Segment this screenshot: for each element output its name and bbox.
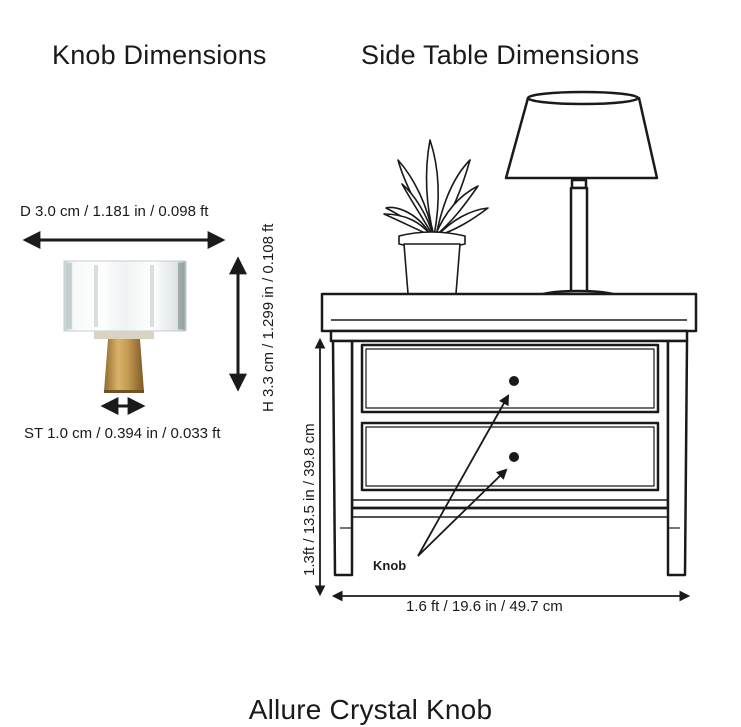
product-name: Allure Crystal Knob [248, 694, 493, 725]
potted-plant-illustration [383, 139, 489, 307]
knob-diameter-label: D 3.0 cm / 1.181 in / 0.098 ft [20, 203, 209, 220]
side-table-dimensions-heading: Side Table Dimensions [361, 40, 640, 70]
crystal-knob-image [63, 260, 187, 393]
drawer-knob-bottom [509, 452, 519, 462]
knob-callout-arrow-bottom [417, 468, 508, 557]
knob-height-label: H 3.3 cm / 1.299 in / 0.108 ft [260, 223, 277, 412]
drawer-knob-top [509, 376, 519, 386]
knob-callout-arrow-top [417, 394, 510, 557]
side-table-illustration [320, 292, 698, 577]
knob-callout-label: Knob [373, 558, 407, 573]
table-width-label: 1.6 ft / 19.6 in / 49.7 cm [406, 598, 563, 615]
knob-dimensions-heading: Knob Dimensions [52, 40, 267, 70]
table-lamp-illustration [504, 90, 659, 307]
knob-stem-label: ST 1.0 cm / 0.394 in / 0.033 ft [24, 425, 221, 442]
table-height-label: 1.3ft / 13.5 in / 39.8 cm [301, 423, 318, 576]
